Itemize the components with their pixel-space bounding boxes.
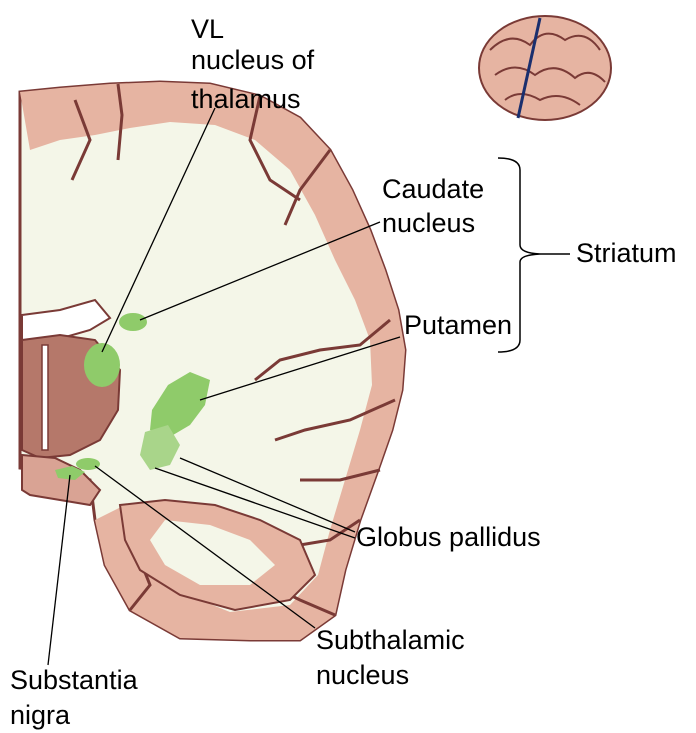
label-substantia-line2: nigra: [10, 700, 70, 731]
coronal-slice: [20, 82, 405, 640]
label-globus-pallidus: Globus pallidus: [356, 522, 541, 553]
label-caudate-line2: nucleus: [382, 208, 475, 239]
label-caudate-line1: Caudate: [382, 174, 484, 205]
label-vl-line3: thalamus: [191, 84, 301, 115]
label-subthalamic-line2: nucleus: [316, 660, 409, 691]
thumbnail-brain: [479, 16, 611, 120]
vl-thalamus-highlight: [84, 343, 120, 387]
label-vl-line1: VL: [191, 14, 224, 45]
subthalamic-highlight: [76, 458, 100, 470]
caudate-nucleus-highlight: [119, 313, 147, 331]
substantia-leader: [48, 475, 70, 665]
label-vl-line2: nucleus of: [191, 45, 314, 76]
label-striatum: Striatum: [576, 238, 677, 269]
brain-thumbnail: [479, 16, 611, 120]
label-subthalamic-line1: Subthalamic: [316, 625, 465, 656]
third-ventricle: [42, 345, 48, 450]
label-substantia-line1: Substantia: [10, 665, 138, 696]
label-putamen: Putamen: [404, 310, 512, 341]
